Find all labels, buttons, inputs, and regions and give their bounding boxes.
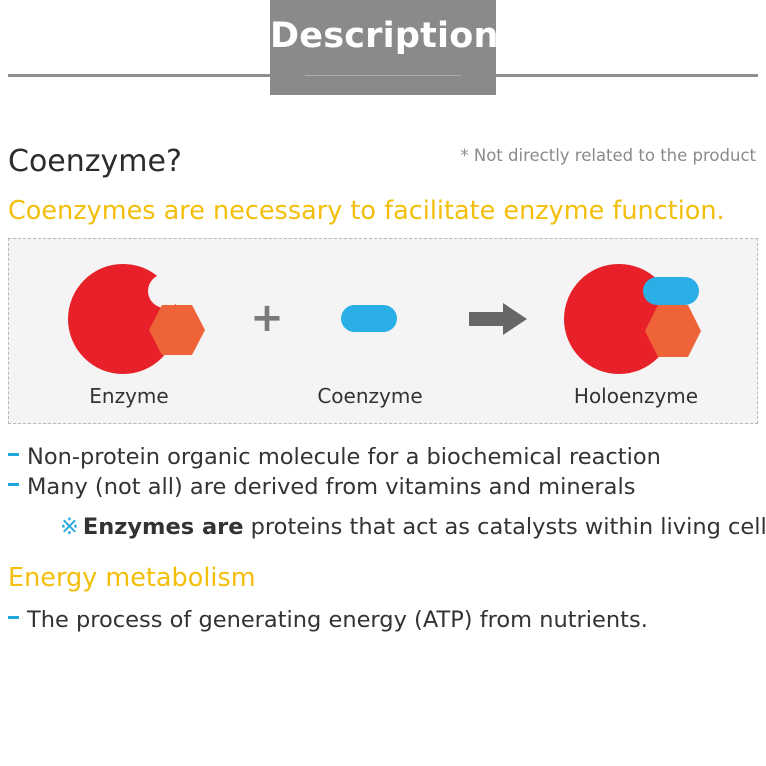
bullet-dash [8,483,19,486]
bullet-item: The process of generating energy (ATP) f… [8,607,648,633]
enzyme-note-bold: Enzymes are [83,514,244,540]
bullet-text: The process of generating energy (ATP) f… [27,607,648,633]
disclaimer-note: * Not directly related to the product [460,146,756,165]
plus-sign: + [250,295,284,341]
label-coenzyme: Coenzyme [299,384,441,408]
header-rule-left [8,74,272,77]
bullet-dash [8,453,19,456]
bullet-item: Non-protein organic molecule for a bioch… [8,444,661,470]
bullet-text: Non-protein organic molecule for a bioch… [27,444,661,470]
coenzyme-subtitle: Coenzymes are necessary to facilitate en… [8,196,725,226]
header-title: Description [270,16,496,56]
section-title-energy-metabolism: Energy metabolism [8,563,256,593]
enzyme-molecule [68,264,205,374]
enzyme-note-text: proteins that act as catalysts within li… [243,514,766,540]
arrow-icon [469,303,527,335]
holoenzyme-coenzyme [643,277,699,305]
bullet-item: Many (not all) are derived from vitamins… [8,474,635,500]
header-underline [305,75,461,76]
coenzyme-molecule [341,305,397,332]
enzyme-diagram: + Enzyme Coenzyme Holoenzyme [8,238,758,424]
reference-mark: ※ [60,514,79,540]
header-tab: Description [270,0,496,95]
label-enzyme: Enzyme [69,384,189,408]
bullet-text: Many (not all) are derived from vitamins… [27,474,635,500]
section-title-coenzyme: Coenzyme? [8,144,182,179]
label-holoenzyme: Holoenzyme [559,384,713,408]
enzyme-binding-site [148,274,182,308]
header-rule-right [494,74,758,77]
bullet-dash [8,616,19,619]
holoenzyme-molecule [564,264,701,374]
enzyme-definition-note: ※Enzymes are proteins that act as cataly… [60,514,766,540]
